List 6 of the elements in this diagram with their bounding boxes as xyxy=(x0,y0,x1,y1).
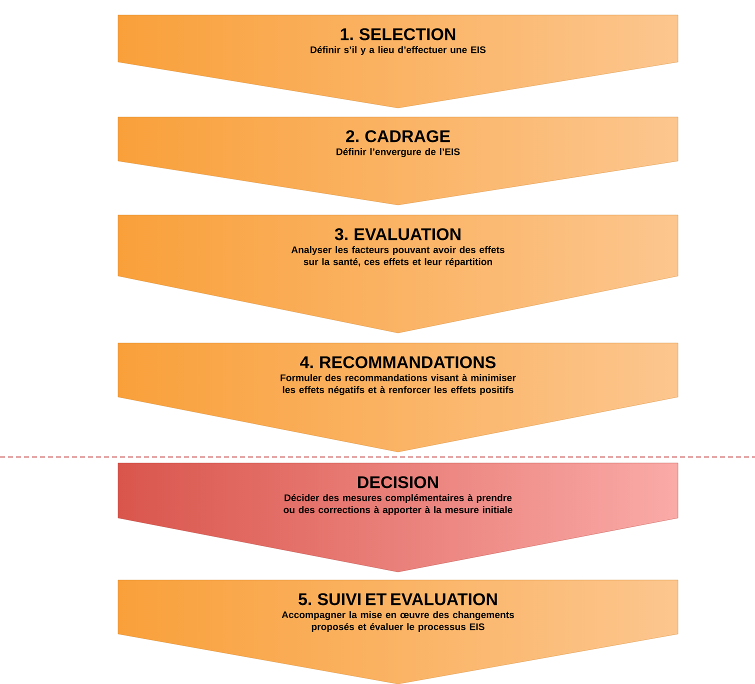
chevron-box: DECISION Décider des mesures complémentaires à prendre ou des corrections à apporter à la mesure initiale xyxy=(118,462,678,572)
chevron-box: 1. SELECTION Définir s’il y a lieu d’effectuer une EIS xyxy=(118,14,678,108)
chevron-box: 5. SUIVI ET EVALUATION Accompagner la mise en œuvre des changements proposés et évaluer le processus EIS xyxy=(118,580,678,684)
chevron-box: 3. EVALUATION Analyser les facteurs pouvant avoir des effets sur la santé, ces effets et leur répartition xyxy=(118,214,678,334)
chevron-box: 4. RECOMMANDATIONS Formuler des recommandations visant à minimiser les effets négatifs et à renforcer les effets positifs xyxy=(118,342,678,452)
chevron-box: 2. CADRAGE Définir l’envergure de l’EIS xyxy=(118,116,678,206)
